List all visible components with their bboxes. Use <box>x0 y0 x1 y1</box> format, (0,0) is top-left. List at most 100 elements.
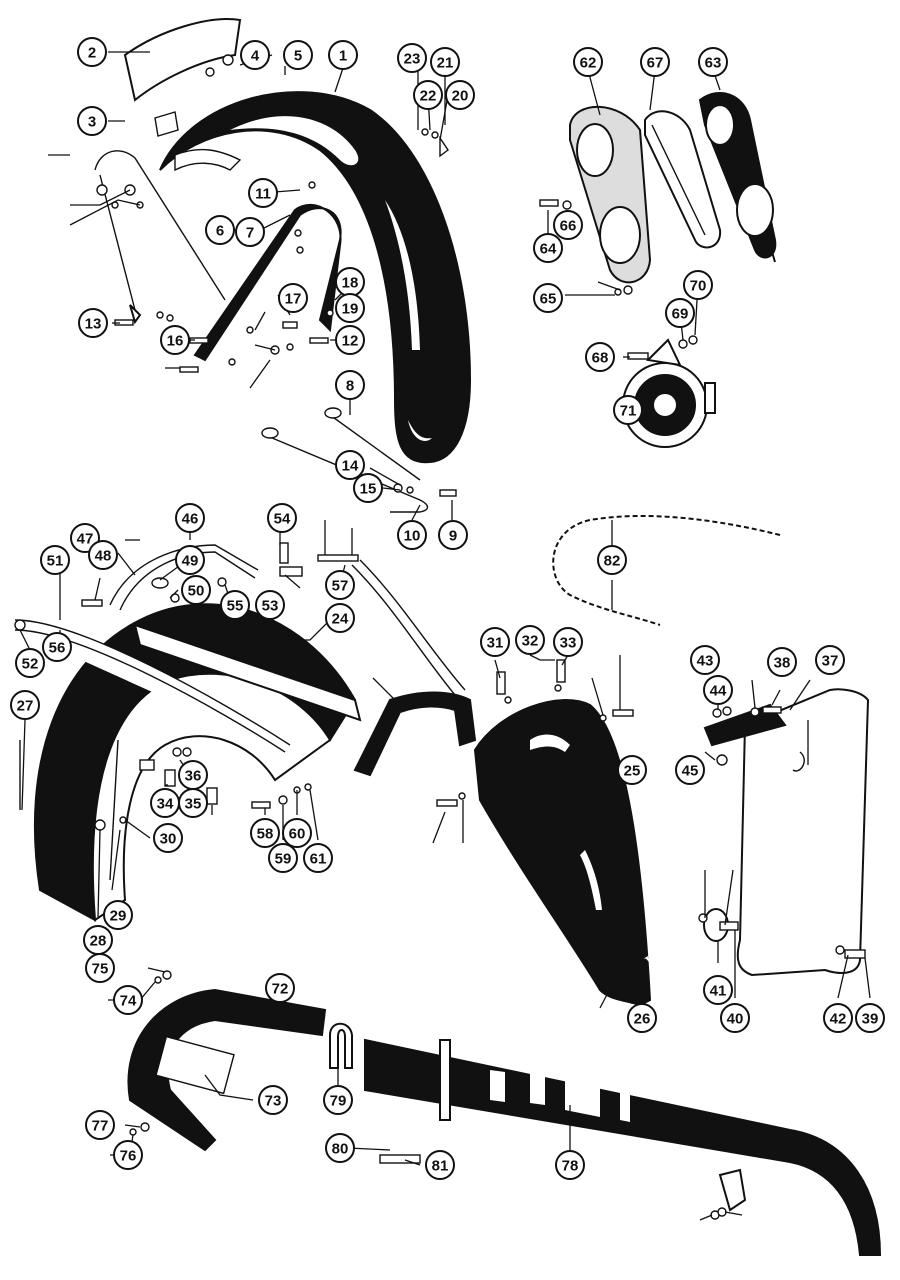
callout-circle <box>703 975 733 1005</box>
callout-number: 36 <box>185 768 202 785</box>
callout-number: 21 <box>437 55 454 72</box>
callout-number: 38 <box>774 655 791 672</box>
callout-circle <box>248 178 278 208</box>
callout-29: 29 <box>103 900 133 930</box>
callout-1: 1 <box>328 40 358 70</box>
callout-40: 40 <box>720 1003 750 1033</box>
callout-circle <box>205 215 235 245</box>
callout-11: 11 <box>248 178 278 208</box>
callout-number: 34 <box>157 796 174 813</box>
callout-circle <box>283 40 313 70</box>
callout-number: 35 <box>185 796 202 813</box>
callout-number: 3 <box>88 114 96 131</box>
callout-number: 75 <box>92 961 109 978</box>
callout-7: 7 <box>235 217 265 247</box>
callout-circle <box>683 270 713 300</box>
callout-circle <box>617 755 647 785</box>
callout-circle <box>480 627 510 657</box>
callout-number: 24 <box>332 611 349 628</box>
callout-71: 71 <box>613 395 643 425</box>
callout-65: 65 <box>533 283 563 313</box>
callout-circle <box>325 570 355 600</box>
callout-number: 15 <box>360 481 377 498</box>
callout-41: 41 <box>703 975 733 1005</box>
callout-number: 37 <box>822 653 839 670</box>
callout-circle <box>235 217 265 247</box>
callout-51: 51 <box>40 545 70 575</box>
callout-55: 55 <box>220 590 250 620</box>
callout-circle <box>153 823 183 853</box>
callout-number: 56 <box>49 640 66 657</box>
callout-circle <box>585 342 615 372</box>
callout-8: 8 <box>335 370 365 400</box>
callout-circle <box>267 503 297 533</box>
front-mudguard <box>159 91 472 464</box>
callout-circle <box>397 43 427 73</box>
callout-38: 38 <box>767 647 797 677</box>
callout-61: 61 <box>303 843 333 873</box>
callout-44: 44 <box>703 675 733 705</box>
callout-4: 4 <box>240 40 270 70</box>
callout-circle <box>445 80 475 110</box>
callout-number: 48 <box>95 548 112 565</box>
callout-circle <box>397 520 427 550</box>
callout-58: 58 <box>250 818 280 848</box>
headlamp-shell-63 <box>698 91 777 263</box>
callout-6: 6 <box>205 215 235 245</box>
callout-circle <box>265 973 295 1003</box>
callout-circle <box>335 450 365 480</box>
callout-number: 82 <box>604 553 621 570</box>
callout-28: 28 <box>83 925 113 955</box>
callout-number: 71 <box>620 403 637 420</box>
callout-69: 69 <box>665 298 695 328</box>
headlamp-hardware <box>539 199 633 296</box>
callout-circle <box>160 325 190 355</box>
callout-76: 76 <box>113 1140 143 1170</box>
callout-number: 54 <box>274 511 291 528</box>
callout-number: 42 <box>830 1011 847 1028</box>
callout-5: 5 <box>283 40 313 70</box>
callout-number: 1 <box>339 48 347 65</box>
callout-number: 52 <box>22 656 39 673</box>
callout-number: 70 <box>690 278 707 295</box>
callout-46: 46 <box>175 503 205 533</box>
callout-number: 68 <box>592 350 609 367</box>
callout-number: 10 <box>404 528 421 545</box>
callout-circle <box>175 503 205 533</box>
callout-number: 63 <box>705 55 722 72</box>
callout-70: 70 <box>683 270 713 300</box>
callout-62: 62 <box>573 47 603 77</box>
callout-circle <box>85 1110 115 1140</box>
callout-circle <box>78 308 108 338</box>
callout-circle <box>597 545 627 575</box>
callout-20: 20 <box>445 80 475 110</box>
callout-number: 64 <box>540 241 557 258</box>
callout-number: 81 <box>432 1158 449 1175</box>
callout-79: 79 <box>323 1085 353 1115</box>
callout-75: 75 <box>85 953 115 983</box>
callout-number: 29 <box>110 908 127 925</box>
callout-number: 79 <box>330 1093 347 1110</box>
callout-82: 82 <box>597 545 627 575</box>
front-stay <box>94 150 226 325</box>
callout-number: 6 <box>216 223 224 240</box>
callout-circle <box>85 953 115 983</box>
callout-57: 57 <box>325 570 355 600</box>
callout-circle <box>335 293 365 323</box>
headlamp-rim-62 <box>569 105 652 284</box>
callout-number: 59 <box>275 851 292 868</box>
callout-66: 66 <box>553 210 583 240</box>
callout-64: 64 <box>533 233 563 263</box>
callout-54: 54 <box>267 503 297 533</box>
callout-circle <box>553 627 583 657</box>
rear-upper-stay <box>317 554 466 696</box>
mudguard-bridge <box>193 204 342 362</box>
callout-number: 22 <box>420 88 437 105</box>
callout-53: 53 <box>255 590 285 620</box>
callout-14: 14 <box>335 450 365 480</box>
callout-number: 33 <box>560 635 577 652</box>
callout-3: 3 <box>77 106 107 136</box>
callout-59: 59 <box>268 843 298 873</box>
callout-number: 62 <box>580 55 597 72</box>
